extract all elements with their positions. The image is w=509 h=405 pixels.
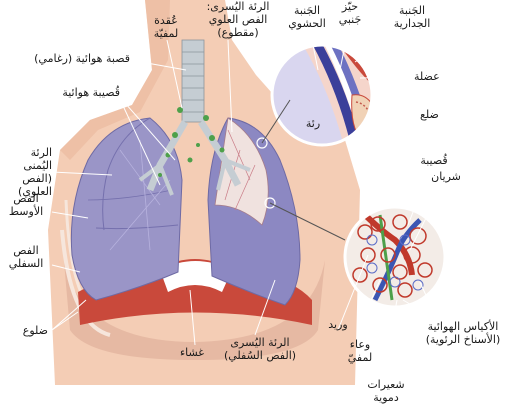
- label-alveoli: الأكياس الهوائية (الأسناخ الرئوية): [418, 320, 508, 346]
- label-ribs: ضلوع: [2, 324, 48, 337]
- label-bronchiole: قُصيبة: [410, 154, 458, 167]
- label-lower-lobe: الفص السفلي: [0, 244, 52, 270]
- label-lung-inset: رئة: [298, 117, 328, 130]
- label-left-lung-lower-lobe: الرئة اليُسرى (الفص السُفلي): [214, 336, 306, 362]
- label-left-lung-upper-lobe: الرئة اليُسرى: الفص العلوي (مقطوع): [196, 0, 280, 39]
- label-trachea: قصبة هوائية (رغامي): [12, 52, 130, 65]
- label-right-lung-upper-lobe: الرئة اليُمنى (الفص العلوي): [0, 146, 52, 198]
- alveoli-inset: [345, 207, 445, 307]
- label-middle-lobe: الفص الأوسط: [0, 192, 52, 218]
- label-artery: شريان: [422, 170, 470, 183]
- label-visceral-pleura: الجَنبة الحشوي: [278, 4, 336, 30]
- label-rib-inset: ضلع: [420, 108, 460, 121]
- label-pleural-space: حيّز جَنبي: [332, 0, 368, 26]
- label-muscle: عضلة: [414, 70, 464, 83]
- label-vein: وريد: [320, 318, 356, 331]
- label-parietal-pleura: الجَنبة الجدارية: [382, 4, 442, 30]
- label-capillaries: شعيرات دموية: [360, 378, 412, 404]
- label-lymph-node: عُقدة لمفيّة: [136, 14, 196, 40]
- label-lymph-vessel: وعاء لمفيّ: [340, 338, 380, 364]
- label-bronchus: قُصيبة هوائية: [30, 86, 120, 99]
- label-diaphragm: غشاء: [162, 346, 222, 359]
